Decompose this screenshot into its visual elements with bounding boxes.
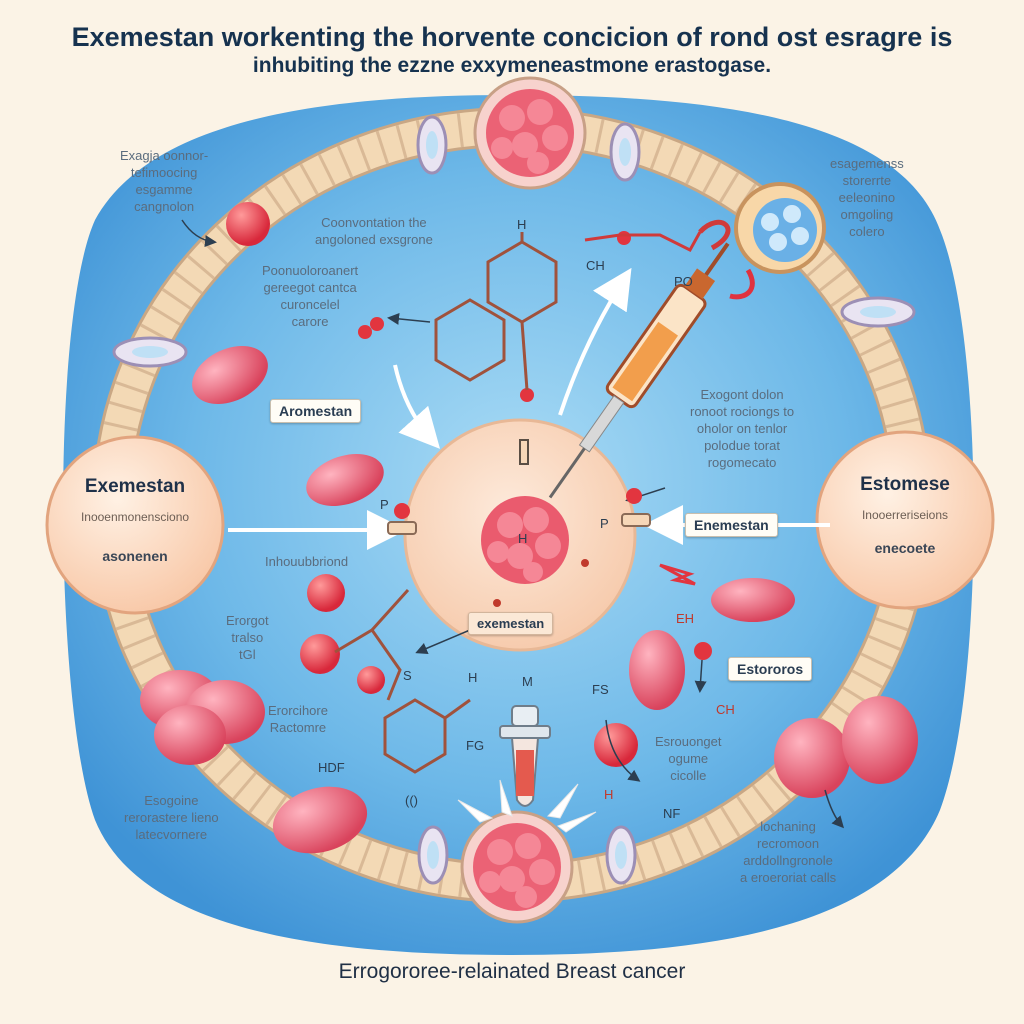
label-inhibition: Inhouubbriond (265, 554, 349, 569)
diagram-subtitle: inhubiting the ezzne exxymeneastmone era… (252, 54, 772, 77)
diagram-footer: Errogororee-relainated Breast cancer (338, 960, 686, 983)
chem-nf: NF (663, 806, 681, 821)
membrane-channels (112, 115, 916, 885)
molecule-balls (226, 202, 712, 767)
hook-icon (729, 268, 755, 300)
chem-p-right: P (600, 516, 609, 531)
chem-p-left: P (380, 497, 389, 512)
diagram-title: Exemestan workenting the horvente concic… (71, 22, 953, 52)
left-cell-caption: asonenen (102, 548, 168, 564)
chem-hdf: HDF (318, 760, 345, 775)
tag-estoroes: Estororos (728, 657, 813, 681)
impact-marks (457, 779, 597, 833)
chem-fg: FG (466, 738, 485, 753)
chem-h-lower: H (468, 670, 478, 685)
central-cell (403, 418, 637, 652)
chem-h-bottom: H (604, 787, 614, 802)
chem-paren: (() (405, 793, 418, 808)
left-cell-subtitle: Inooenmonensciono (80, 510, 190, 524)
chem-h-center: H (518, 531, 528, 546)
chem-m: M (522, 674, 533, 689)
tag-enemestan: Enemestan (685, 513, 778, 537)
left-cell-title: Exemestan (84, 476, 186, 497)
right-cell-caption: enecoete (874, 540, 936, 556)
left-cell (45, 435, 225, 615)
benzene-structure-top (434, 232, 558, 391)
pointer-lines (181, 219, 845, 829)
right-cell-subtitle: Inooerreriseions (861, 508, 949, 522)
tag-aromestan: Aromestan (270, 399, 362, 423)
benzene-structure-bottom (383, 698, 471, 774)
tumor-cluster-bottom (460, 810, 574, 924)
enzyme-complex-icon (734, 182, 826, 274)
chem-ch-right: CH (716, 702, 735, 717)
tag-cell-exemestan: exemestan (468, 612, 554, 635)
chem-s: S (403, 668, 412, 683)
chem-po: PO (674, 274, 693, 289)
tumor-cluster-top (473, 76, 587, 190)
receptor-markers (387, 439, 696, 586)
syringe-icon (548, 242, 730, 499)
chem-eh: EH (676, 611, 695, 626)
right-cell-title: Estomese (860, 474, 950, 495)
right-cell (815, 430, 995, 610)
red-cells (140, 345, 918, 854)
chem-ch-top: CH (586, 258, 605, 273)
chain-structure (334, 219, 731, 701)
chem-fs: FS (592, 682, 609, 697)
pipette-icon (499, 705, 551, 807)
chem-h-top: H (517, 217, 527, 232)
